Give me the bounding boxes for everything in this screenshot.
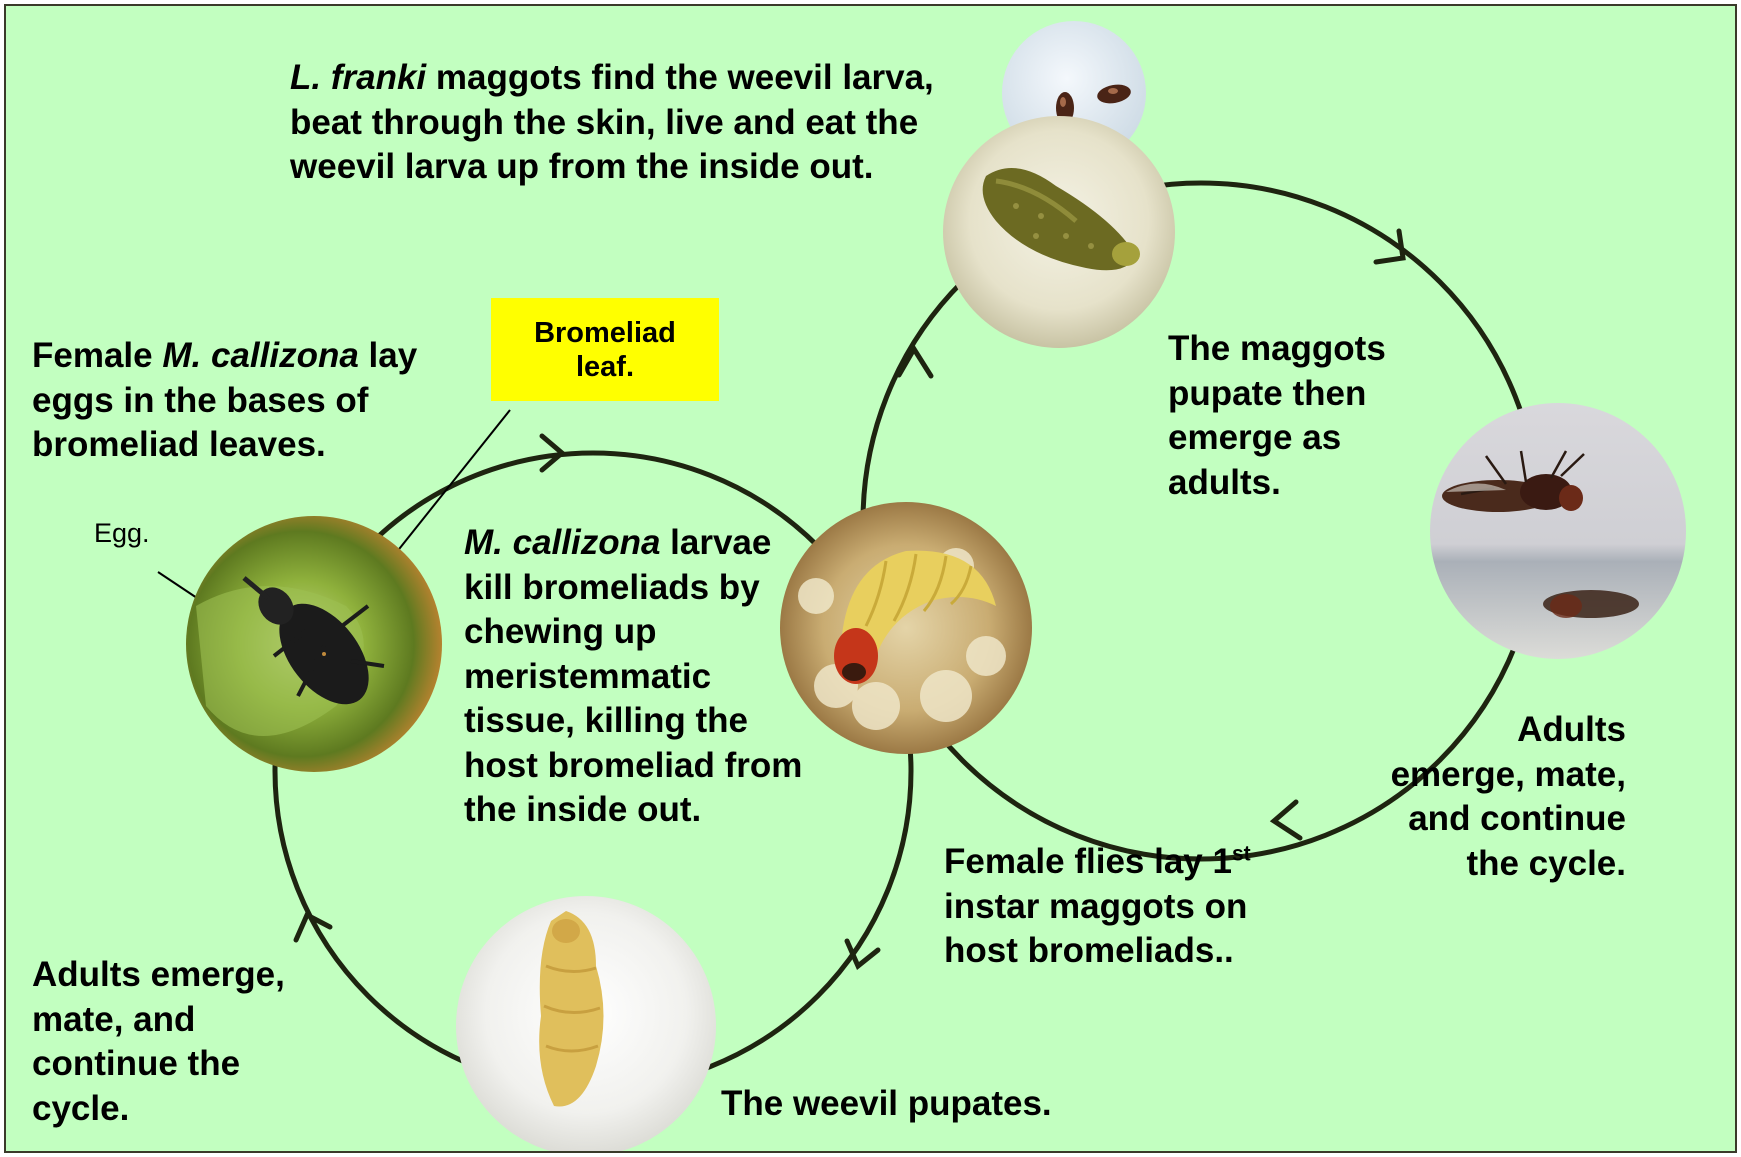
weevil-on-leaf-photo — [186, 516, 442, 772]
diagram-frame: Female M. callizona lay eggs in the base… — [4, 4, 1737, 1153]
maggots-find-larva-label: L. franki maggots find the weevil larva,… — [290, 56, 990, 190]
fly-adults-emerge-label: Adults emerge, mate, and continue the cy… — [1376, 708, 1626, 886]
weevil-pupa-photo — [456, 896, 716, 1153]
weevil-lay-eggs-label: Female M. callizona lay eggs in the base… — [32, 334, 462, 468]
maggots-pupate-label: The maggots pupate then emerge as adults… — [1168, 327, 1428, 505]
female-flies-lay-label: Female flies lay 1st instar maggots on h… — [944, 840, 1329, 974]
arrow-bottom-fly — [1274, 802, 1300, 838]
arrow-up-fly — [899, 349, 931, 376]
arrow-left-weevil — [296, 915, 330, 940]
bromeliad-leaf-callout: Bromeliad leaf. — [491, 298, 719, 401]
weevil-adults-emerge-label: Adults emerge, mate, and continue the cy… — [32, 953, 322, 1131]
larvae-kill-bromeliads-label: M. callizona larvae kill bromeliads by c… — [464, 521, 829, 833]
arrow-top-weevil — [542, 436, 562, 470]
adult-flies-photo — [1430, 403, 1686, 659]
weevil-pupates-label: The weevil pupates. — [721, 1082, 1121, 1127]
egg-label: Egg. — [94, 518, 150, 549]
arrow-right-weevil — [847, 941, 878, 966]
